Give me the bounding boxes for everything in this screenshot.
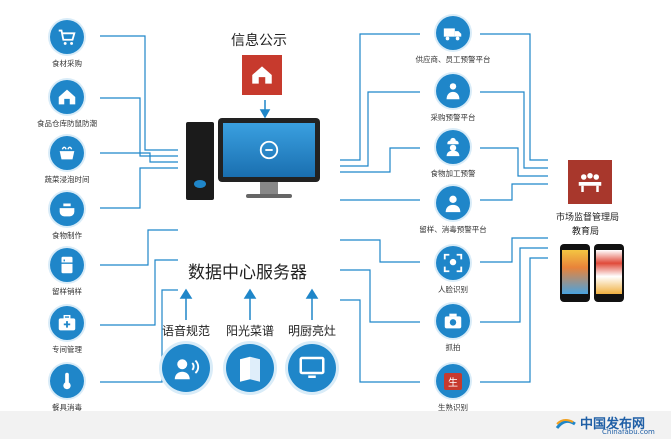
face-icon: [443, 253, 463, 273]
watermark-cn: 中国发布网: [580, 417, 646, 432]
label-kitchen: 明厨亮灶: [287, 324, 337, 338]
node-sample: [50, 248, 84, 282]
worker-icon: [446, 83, 460, 100]
node-purchase-warning: [436, 74, 470, 108]
monitor-icon: [299, 356, 325, 378]
label-cooking: 食物制作: [52, 231, 82, 240]
label-raw-cooked: 生熟识别: [438, 403, 468, 412]
phone-right-screen: [596, 250, 622, 294]
phone-right: [594, 244, 624, 302]
pot-icon: [59, 203, 75, 217]
camera-icon: [444, 313, 462, 329]
label-face-recognition: 人脸识别: [438, 285, 468, 294]
node-sample-warning: [436, 186, 470, 220]
server-title: 数据中心服务器: [188, 263, 307, 283]
company-logo-icon: [259, 140, 279, 160]
node-room-management: [50, 306, 84, 340]
truck-icon: [443, 28, 462, 41]
node-food-purchase: [50, 20, 84, 54]
node-cooking: [50, 192, 84, 226]
monitor-base: [246, 194, 292, 198]
label-menu: 阳光菜谱: [225, 324, 275, 338]
menu-icon: [240, 356, 260, 382]
footer-bar: 中国发布网 Chinafabu.com: [0, 411, 671, 439]
pc-logo: [194, 180, 206, 188]
home-icon: [252, 66, 272, 84]
label-sample: 留样销样: [52, 287, 82, 296]
label-disinfect: 餐具消毒: [52, 403, 82, 412]
label-soak-time: 蔬菜浸泡时间: [44, 175, 90, 184]
agency-icon-box: [568, 160, 612, 204]
voice-icon: [174, 359, 200, 380]
house-icon: [58, 89, 76, 105]
node-soak-time: [50, 136, 84, 170]
info-publish-label: 信息公示: [231, 33, 287, 49]
watermark-en: Chinafabu.com: [602, 428, 655, 436]
thermometer-icon: [63, 372, 71, 390]
label-room-management: 专间管理: [52, 345, 82, 354]
label-processing-warning: 食物加工预警: [430, 169, 476, 178]
label-supplier-warning: 供应商、员工预警平台: [415, 55, 491, 64]
node-voice: [162, 344, 210, 392]
node-kitchen: [288, 344, 336, 392]
node-processing-warning: [436, 130, 470, 164]
node-raw-cooked: 生: [436, 364, 470, 398]
tag-icon: 生: [444, 372, 462, 390]
fridge-icon: [61, 256, 73, 274]
monitor: [218, 118, 320, 182]
chef-icon: [446, 137, 460, 157]
label-warehouse: 食品仓库防鼠防潮: [37, 119, 97, 128]
label-food-purchase: 食材采购: [52, 59, 82, 68]
medkit-icon: [58, 314, 76, 331]
phone-left-screen: [562, 250, 588, 294]
cart-icon: [58, 29, 76, 45]
node-disinfect: [50, 364, 84, 398]
node-supplier-warning: [436, 16, 470, 50]
label-purchase-warning: 采购预警平台: [430, 113, 476, 122]
basin-icon: [59, 146, 75, 160]
monitor-screen: [223, 123, 315, 177]
user-icon: [445, 195, 461, 213]
label-sample-warning: 留样、消毒预警平台: [419, 225, 487, 234]
node-snapshot: [436, 304, 470, 338]
node-warehouse: [50, 80, 84, 114]
node-menu: [226, 344, 274, 392]
label-voice: 语音规范: [161, 324, 211, 338]
node-face-recognition: [436, 246, 470, 280]
pc-tower: [186, 122, 214, 200]
meeting-icon: [578, 173, 602, 192]
watermark-logo: [555, 416, 577, 432]
label-snapshot: 抓拍: [445, 343, 461, 352]
agency-label-line2: 教育局: [572, 227, 600, 237]
flag-logo-icon: [555, 418, 576, 429]
phone-left: [560, 244, 590, 302]
agency-label-line1: 市场监督管理局: [556, 213, 620, 223]
monitor-stand: [260, 182, 278, 194]
info-publish-house: [242, 55, 282, 95]
